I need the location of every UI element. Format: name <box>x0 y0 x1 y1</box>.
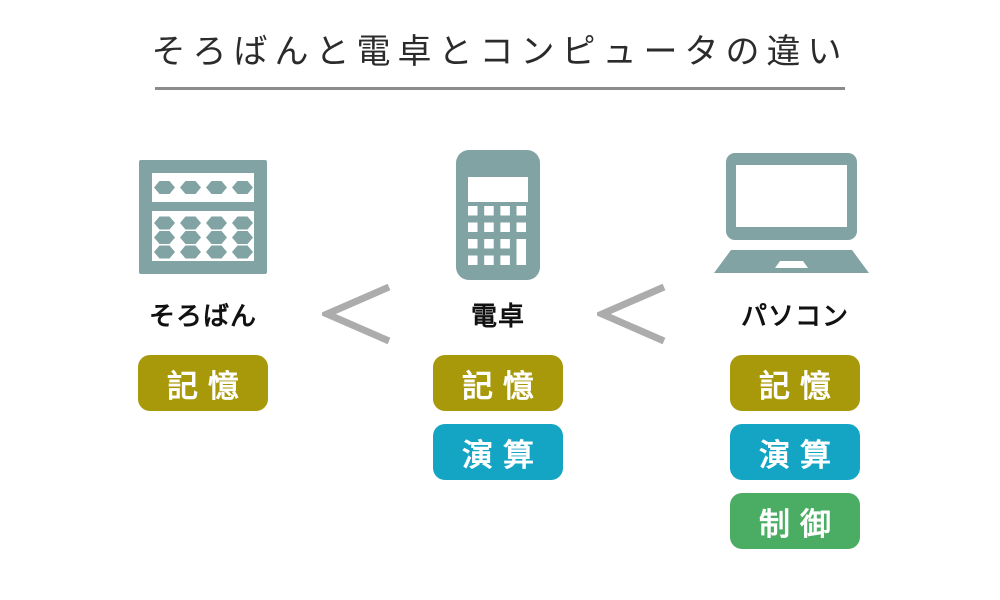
device-label-dentaku: 電卓 <box>470 301 525 331</box>
less-than-icon <box>597 284 666 345</box>
badge-calculation: 演算 <box>730 424 860 480</box>
device-label-pasokon: パソコン <box>740 301 849 331</box>
badge-control: 制御 <box>730 493 860 549</box>
badge-memory: 記憶 <box>433 355 563 411</box>
column-dentaku: 電卓 記憶 演算 <box>423 0 573 600</box>
device-label-soroban: そろばん <box>148 301 257 331</box>
laptop-icon <box>714 153 869 273</box>
badge-memory: 記憶 <box>138 355 268 411</box>
abacus-icon <box>139 160 267 274</box>
column-soroban: そろばん 記憶 <box>128 0 278 600</box>
less-than-icon <box>322 284 391 345</box>
calculator-icon <box>456 150 540 280</box>
page-title: そろばんと電卓とコンピュータの違い <box>151 33 849 71</box>
title-underline <box>155 87 845 90</box>
badge-list-pasokon: 記憶 演算 制御 <box>730 355 860 549</box>
badge-list-soroban: 記憶 <box>138 355 268 411</box>
column-pasokon: パソコン 記憶 演算 制御 <box>714 0 870 600</box>
badge-memory: 記憶 <box>730 355 860 411</box>
badge-calculation: 演算 <box>433 424 563 480</box>
badge-list-dentaku: 記憶 演算 <box>433 355 563 480</box>
